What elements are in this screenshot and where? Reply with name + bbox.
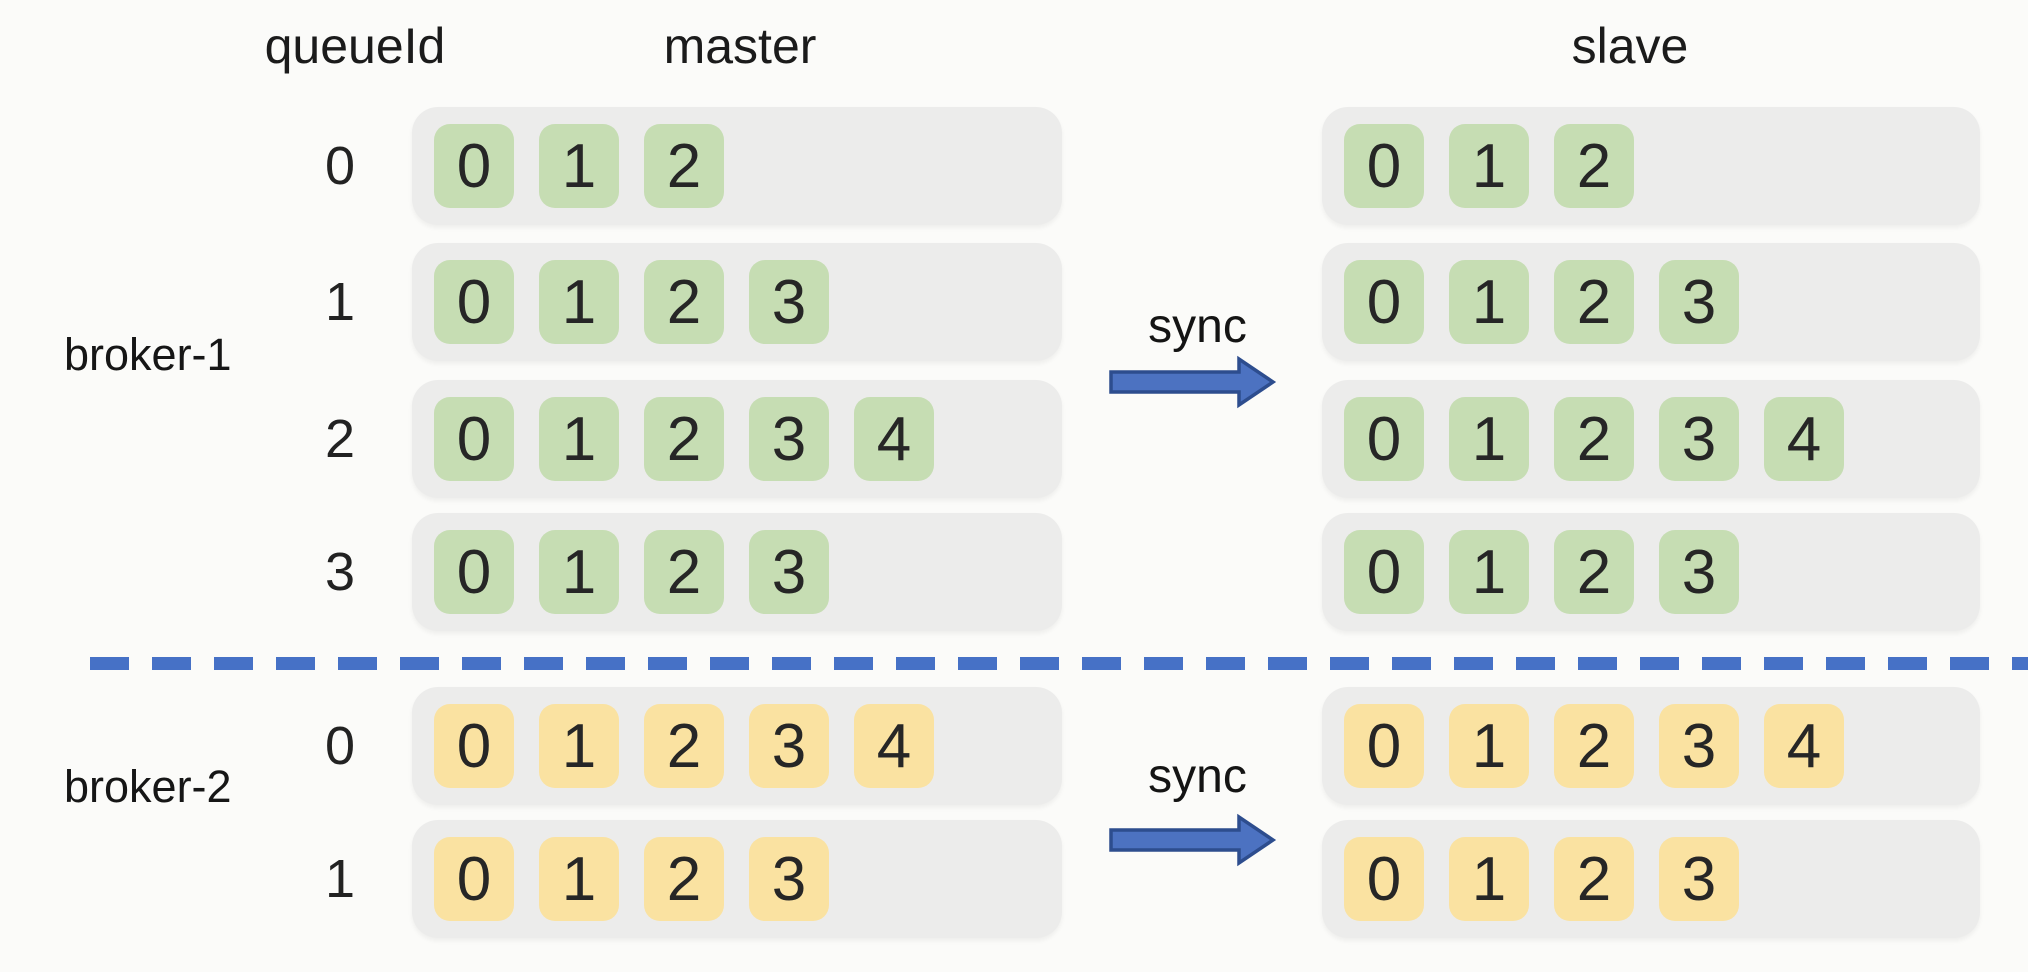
message-block: 1 <box>1449 397 1529 481</box>
message-block: 4 <box>1764 704 1844 788</box>
message-block: 4 <box>854 397 934 481</box>
message-block: 1 <box>539 704 619 788</box>
message-block: 2 <box>644 397 724 481</box>
queue-id-column-header: queueId <box>264 18 446 74</box>
message-block: 0 <box>434 124 514 208</box>
message-block: 3 <box>749 837 829 921</box>
message-block: 0 <box>434 837 514 921</box>
message-block: 2 <box>1554 837 1634 921</box>
message-block: 0 <box>1344 704 1424 788</box>
message-block: 3 <box>749 704 829 788</box>
queue-id-label: 0 <box>324 136 356 196</box>
queue-id-label: 1 <box>324 849 356 909</box>
queue-id-label: 3 <box>324 542 356 602</box>
sync-arrow-icon <box>1109 355 1277 409</box>
message-block: 0 <box>1344 397 1424 481</box>
message-block: 2 <box>644 704 724 788</box>
message-block: 0 <box>1344 837 1424 921</box>
message-block: 3 <box>749 260 829 344</box>
message-block: 1 <box>1449 704 1529 788</box>
message-block: 1 <box>539 397 619 481</box>
message-block: 0 <box>1344 530 1424 614</box>
message-block: 2 <box>644 260 724 344</box>
message-block: 3 <box>1659 397 1739 481</box>
message-block: 1 <box>539 260 619 344</box>
message-block: 2 <box>644 837 724 921</box>
message-block: 0 <box>434 530 514 614</box>
queue-id-label: 1 <box>324 272 356 332</box>
sync-label-broker-2: sync <box>1148 750 1247 803</box>
message-block: 1 <box>1449 837 1529 921</box>
message-block: 0 <box>1344 124 1424 208</box>
message-block: 3 <box>1659 837 1739 921</box>
message-block: 2 <box>1554 530 1634 614</box>
message-block: 0 <box>434 260 514 344</box>
slave-column-header: slave <box>1571 18 1689 74</box>
message-block: 1 <box>1449 260 1529 344</box>
message-block: 1 <box>1449 124 1529 208</box>
message-block: 2 <box>1554 397 1634 481</box>
message-block: 1 <box>539 124 619 208</box>
message-block: 4 <box>854 704 934 788</box>
message-block: 1 <box>539 530 619 614</box>
message-block: 1 <box>539 837 619 921</box>
message-block: 3 <box>1659 260 1739 344</box>
message-block: 2 <box>1554 124 1634 208</box>
message-block: 4 <box>1764 397 1844 481</box>
sync-arrow-icon <box>1109 813 1277 867</box>
broker-name-label: broker-2 <box>64 761 232 812</box>
message-block: 1 <box>1449 530 1529 614</box>
message-block: 3 <box>749 530 829 614</box>
master-column-header: master <box>663 18 817 74</box>
message-block: 3 <box>1659 704 1739 788</box>
message-block: 0 <box>434 397 514 481</box>
message-block: 3 <box>749 397 829 481</box>
message-block: 2 <box>644 530 724 614</box>
message-block: 2 <box>1554 260 1634 344</box>
message-block: 0 <box>1344 260 1424 344</box>
message-block: 0 <box>434 704 514 788</box>
broker-divider-dashed-line <box>90 657 2028 670</box>
sync-label-broker-1: sync <box>1148 300 1247 353</box>
message-block: 2 <box>644 124 724 208</box>
message-block: 2 <box>1554 704 1634 788</box>
broker-name-label: broker-1 <box>64 329 232 380</box>
message-block: 3 <box>1659 530 1739 614</box>
queue-id-label: 2 <box>324 409 356 469</box>
queue-id-label: 0 <box>324 716 356 776</box>
